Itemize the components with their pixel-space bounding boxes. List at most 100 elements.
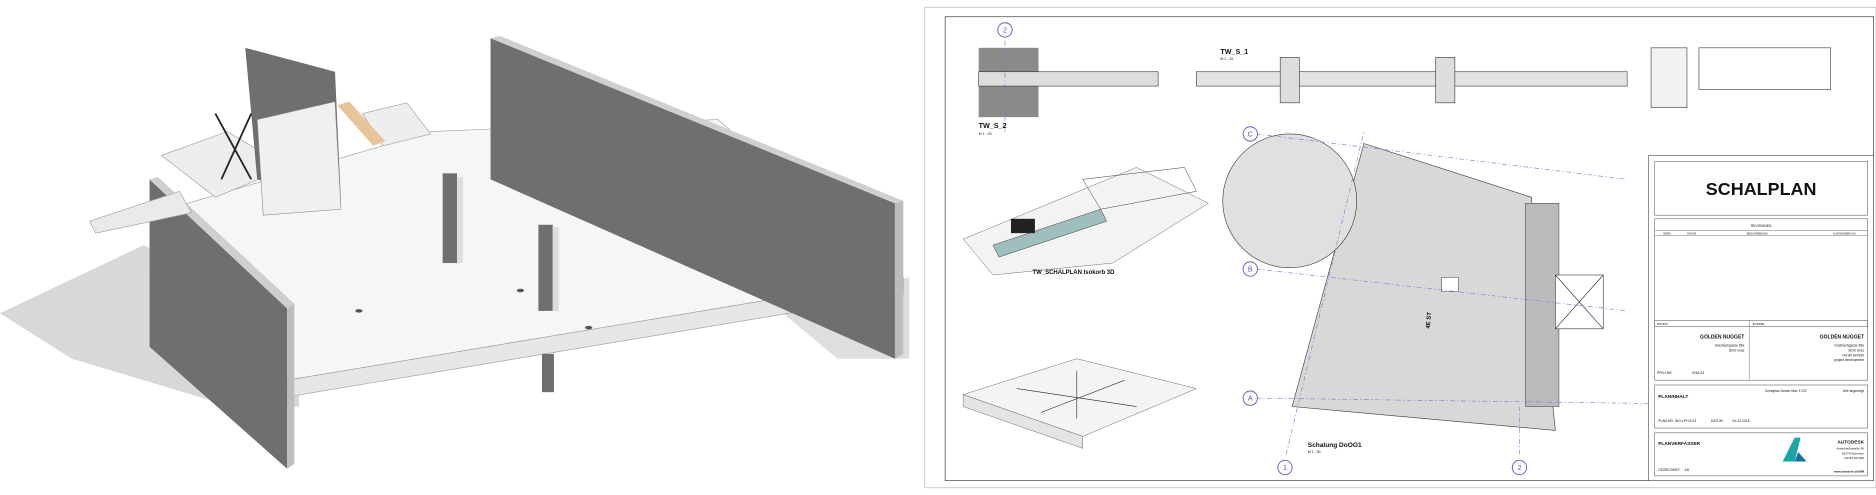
drawing-line xyxy=(1256,268,1628,312)
label: Aidenbachstraße 56 xyxy=(1836,447,1864,451)
isokorb-element xyxy=(992,208,1108,258)
title-block: SCHALPLAN REVISIONEN INDEX DATUM BESCHRE… xyxy=(1648,155,1874,481)
model-3d-view[interactable] xyxy=(0,35,910,469)
beam-section xyxy=(1196,71,1628,87)
label: project development xyxy=(1834,358,1864,362)
view-scale: M 1 : 50 xyxy=(1308,450,1321,454)
opening xyxy=(516,288,525,293)
drawing-line xyxy=(1654,432,1868,477)
column-section xyxy=(1435,57,1456,104)
label: 81379 München xyxy=(1842,451,1864,455)
grid-bubble xyxy=(1242,126,1258,142)
column-below xyxy=(541,353,554,393)
label: PROJ.NR. xyxy=(1657,371,1673,375)
label: +49 89 547690 xyxy=(1843,456,1864,460)
view-title: TW_SCHALPLAN Isokorb 3D xyxy=(1033,270,1116,276)
label: GEZEICHNET: xyxy=(1658,468,1680,472)
revisions-col: INDEX xyxy=(1663,231,1671,235)
brace xyxy=(220,113,253,180)
revisions-header: REVISIONEN xyxy=(1751,224,1772,228)
label: AD xyxy=(1685,468,1690,472)
view-title: TW_S_2 xyxy=(979,122,1007,130)
grid-bubble-label: B xyxy=(1248,265,1253,273)
revisions-table xyxy=(1654,218,1868,327)
label: BAUHERR xyxy=(1753,323,1765,326)
isokorb-box xyxy=(1010,218,1035,234)
plan-date: 04-03-2018 xyxy=(1732,419,1749,423)
grid-bubble xyxy=(997,22,1013,38)
content-label: PLANINHALT xyxy=(1658,394,1688,400)
drawing-line xyxy=(1654,161,1868,216)
drawing-line xyxy=(1654,384,1868,429)
schedule-table xyxy=(1698,47,1831,90)
left-wall xyxy=(149,179,288,469)
sheet-title: SCHALPLAN xyxy=(1706,179,1817,199)
column-section xyxy=(1279,57,1300,104)
autodesk-logo-icon xyxy=(1782,437,1801,462)
column xyxy=(457,176,464,264)
grid-bubble-label: C xyxy=(1248,130,1253,138)
stair-landing xyxy=(89,190,192,234)
grid-bubble-label: A xyxy=(1248,395,1253,403)
drawing-line xyxy=(1648,155,1874,481)
drawing-line xyxy=(1654,320,1868,381)
detail-tw-s-2[interactable]: 2 TW_S_2 M 1 : 20 xyxy=(978,22,1159,136)
grid-bubble xyxy=(1242,261,1258,277)
view-scale: M 1 : 20 xyxy=(1220,57,1233,61)
timber-beam xyxy=(337,101,386,146)
rebar xyxy=(1082,167,1197,210)
drawing-sheet[interactable]: 2 TW_S_2 M 1 : 20 TW_S_1 M 1 : 20 TW_SCH… xyxy=(924,6,1876,489)
revisions-col: AUSGEGEBEN AN xyxy=(1833,231,1856,235)
detail-tw-s-1[interactable]: TW_S_1 M 1 : 20 xyxy=(1196,47,1831,108)
grid-bubble-label: 1 xyxy=(1283,464,1287,472)
rebar-column xyxy=(1525,203,1560,407)
drawing-line xyxy=(1285,131,1365,455)
slab-plan xyxy=(1291,143,1556,431)
client-name: GOLDEN NUGGET xyxy=(1820,334,1865,340)
grid-bubble xyxy=(1511,459,1528,476)
grid-bubble xyxy=(1242,390,1258,406)
right-wall-top xyxy=(490,35,904,204)
label: PLAN-NR. xyxy=(1658,419,1674,423)
detail-rebar-3d[interactable] xyxy=(962,358,1198,449)
opening-small xyxy=(1441,277,1459,292)
content-description: Schalplan Decke über 1.OG xyxy=(1765,389,1807,393)
grid-bubble-label: 2 xyxy=(1517,464,1521,472)
column xyxy=(538,224,553,311)
brace xyxy=(214,113,253,180)
label: PLANVERFASSER xyxy=(1658,441,1700,447)
plan-number: ING-LPH 5-03 xyxy=(1675,419,1696,423)
core-wall-front xyxy=(256,101,342,216)
drawing-line xyxy=(1794,451,1807,462)
grid-bubble-label: 2 xyxy=(1003,26,1007,34)
revisions-col: DATUM xyxy=(1687,231,1696,235)
label: Grazbachgasse 65a xyxy=(1715,344,1745,348)
column xyxy=(552,227,559,311)
column xyxy=(442,173,458,264)
detail-small xyxy=(1650,47,1688,108)
opening xyxy=(585,325,593,330)
right-wall-end xyxy=(894,200,904,359)
project-name: GOLDEN NUGGET xyxy=(1700,334,1745,340)
round-slab xyxy=(1222,133,1358,269)
label: 8010 Graz xyxy=(1729,349,1745,353)
view-title: Schalung DoOG1 xyxy=(1308,442,1362,449)
revisions-col: BESCHREIBUNG xyxy=(1747,231,1768,235)
slab-section xyxy=(978,71,1159,87)
label: www.autodesk.de/BIM xyxy=(1833,469,1865,473)
plan-schalung[interactable]: 4E ST C B A 1 2 Schalung DoOG1 M 1 : 50 xyxy=(1222,126,1876,476)
label: DATUM xyxy=(1711,419,1723,423)
label: PROJEKT xyxy=(1657,323,1669,326)
drawing-line xyxy=(1555,274,1604,330)
view-scale: M 1 : 20 xyxy=(979,132,992,136)
drawing-line xyxy=(1040,379,1125,413)
detail-isokorb-3d[interactable]: TW_SCHALPLAN Isokorb 3D xyxy=(962,167,1209,276)
label: Wie angezeigt xyxy=(1843,389,1864,393)
left-wall-end xyxy=(287,303,295,469)
slab-edge xyxy=(962,394,1084,449)
drawing-line xyxy=(1256,133,1628,180)
project-number: 2018-03 xyxy=(1692,371,1704,375)
opening xyxy=(355,309,363,313)
view-title: TW_S_1 xyxy=(1220,48,1248,56)
